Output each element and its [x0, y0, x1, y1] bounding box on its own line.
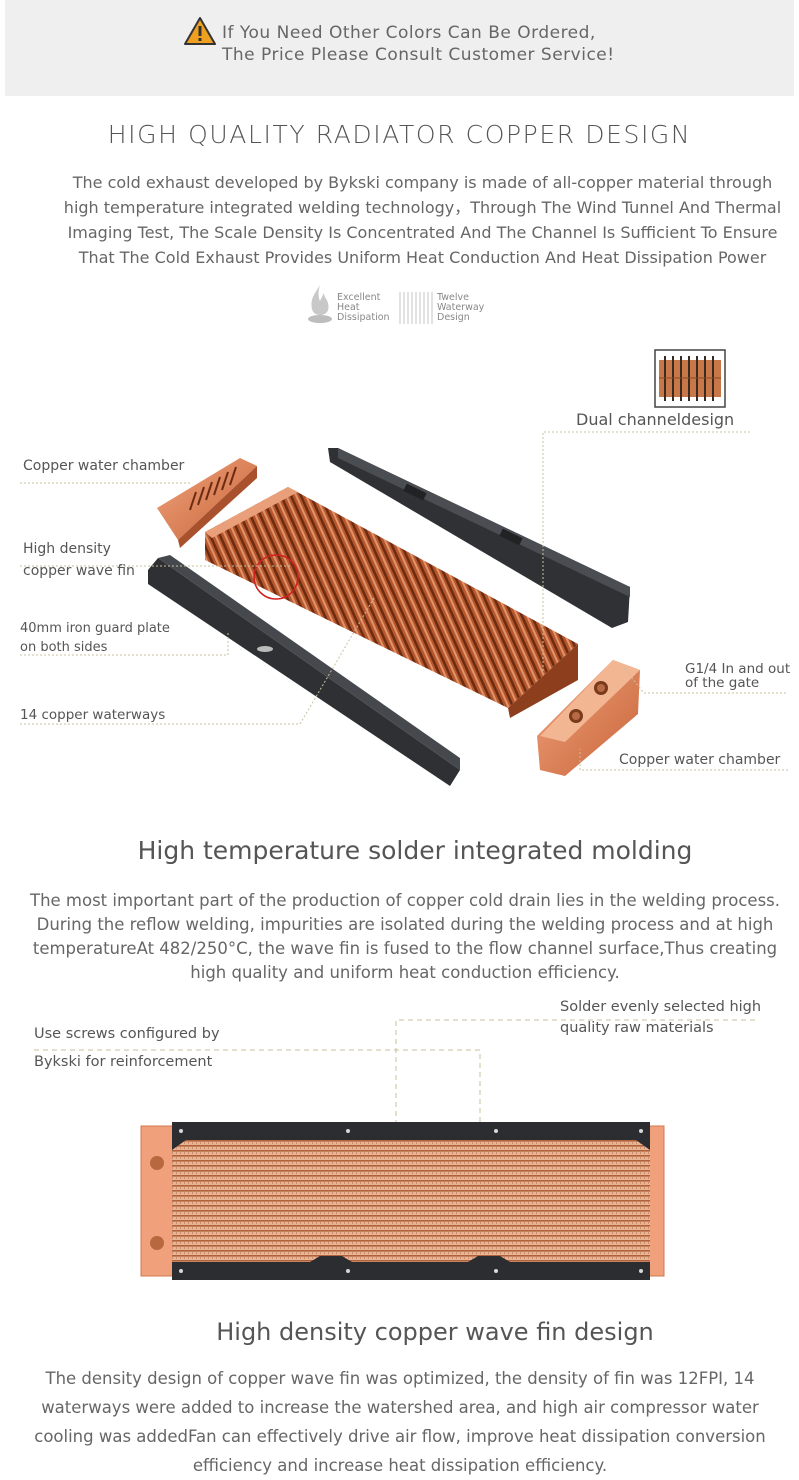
warning-icon	[184, 17, 216, 45]
label-screws-line-1: Use screws configured by	[34, 1026, 220, 1042]
section-title: HIGH QUALITY RADIATOR COPPER DESIGN	[107, 120, 692, 149]
callout-lines	[34, 1019, 755, 1136]
label-solder-line-2: quality raw materials	[560, 1020, 714, 1036]
label-fin-line-1: High density	[23, 541, 111, 557]
label-guard-line-1: 40mm iron guard plate	[20, 621, 170, 636]
label-waterways: 14 copper waterways	[20, 707, 166, 723]
callout-lines	[20, 431, 788, 771]
label-gate-line-1: G1/4 In and out	[685, 661, 791, 677]
front-radiator-view	[34, 1019, 755, 1280]
section-title: High temperature solder integrated moldi…	[137, 836, 693, 865]
bottom-guard-rail	[172, 1256, 650, 1280]
feature-heat-text: Excellent Heat Dissipation	[337, 293, 390, 323]
top-guard-rail	[172, 1122, 650, 1150]
flame-icon	[308, 285, 332, 323]
label-bottom-chamber: Copper water chamber	[619, 752, 781, 768]
section-description: The cold exhaust developed by Bykski com…	[63, 173, 782, 267]
fin-core	[205, 487, 578, 718]
front-guard-plate	[148, 555, 460, 786]
section-description: The density design of copper wave fin wa…	[34, 1369, 766, 1475]
bottom-water-chamber	[537, 660, 640, 776]
dual-channel-inset	[654, 349, 726, 408]
notice-banner	[5, 0, 794, 96]
fin-highlight-circle	[253, 554, 299, 600]
feature-line: Waterway	[437, 302, 485, 313]
notice-text: If You Need Other Colors Can Be Ordered,…	[222, 22, 615, 66]
exploded-radiator-diagram	[20, 349, 788, 786]
label-dual-channel: Dual channeldesign	[576, 410, 735, 429]
label-top-chamber: Copper water chamber	[23, 458, 185, 474]
label-gate-line-2: of the gate	[685, 675, 760, 691]
notice-line-2: The Price Please Consult Customer Servic…	[222, 45, 615, 65]
screw-holes	[179, 1129, 643, 1273]
end-tank-right	[647, 1125, 665, 1277]
feature-line: Design	[437, 312, 470, 323]
section-description: The most important part of the productio…	[29, 891, 781, 982]
wave-fin-core	[172, 1140, 650, 1262]
feature-line: Dissipation	[337, 312, 390, 323]
notice-line-1: If You Need Other Colors Can Be Ordered,	[222, 23, 596, 43]
label-guard-line-2: on both sides	[20, 640, 108, 655]
feature-line: Excellent	[337, 292, 381, 303]
fin-pattern-icon	[399, 292, 433, 324]
section-title: High density copper wave fin design	[216, 1318, 654, 1346]
back-guard-plate	[328, 448, 630, 628]
feature-waterway-text: Twelve Waterway Design	[437, 293, 484, 323]
label-solder-line-1: Solder evenly selected high	[560, 999, 762, 1015]
top-water-chamber	[157, 458, 257, 548]
feature-line: Twelve	[437, 292, 469, 303]
feature-line: Heat	[337, 302, 360, 313]
end-tank-left	[140, 1125, 176, 1277]
label-fin-line-2: copper wave fin	[23, 563, 135, 579]
label-screws-line-2: Bykski for reinforcement	[34, 1054, 213, 1070]
